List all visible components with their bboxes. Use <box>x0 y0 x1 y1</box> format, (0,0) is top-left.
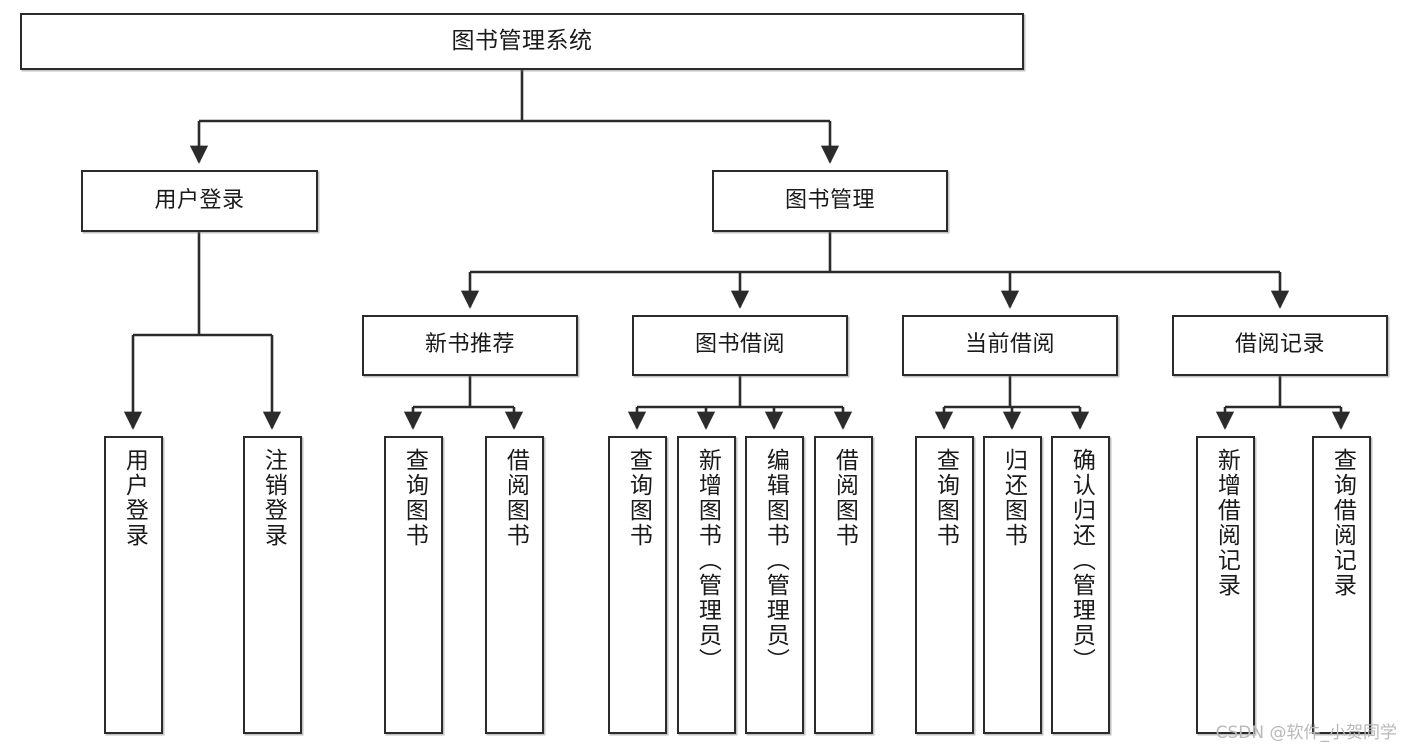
node-label: 查询借阅记录 <box>1329 448 1356 598</box>
node-label: 图书管理系统 <box>451 27 593 54</box>
leaf-add-borrow-record[interactable]: 新增借阅记录 <box>1196 436 1255 734</box>
leaf-borrow-book[interactable]: 借阅图书 <box>814 436 873 734</box>
node-label: 图书借阅 <box>694 332 785 358</box>
leaf-edit-book[interactable]: 编辑图书（管理员） <box>745 436 804 734</box>
node-label: 当前借阅 <box>964 332 1055 358</box>
node-label: 新增图书（管理员） <box>694 448 721 673</box>
node-label: 注销登录 <box>260 448 287 548</box>
node-label: 编辑图书（管理员） <box>762 448 789 673</box>
node-label: 查询图书 <box>625 448 652 548</box>
leaf-add-book[interactable]: 新增图书（管理员） <box>677 436 736 734</box>
csdn-watermark: CSDN @软件_小贺同学 <box>1215 723 1397 743</box>
node-borrow-record[interactable]: 借阅记录 <box>1172 315 1388 376</box>
leaf-query-book-current[interactable]: 查询图书 <box>915 436 974 734</box>
node-label: 图书管理 <box>784 187 875 213</box>
node-label: 查询图书 <box>932 448 959 548</box>
leaf-user-login[interactable]: 用户登录 <box>104 436 163 734</box>
leaf-borrow-book-recommend[interactable]: 借阅图书 <box>485 436 544 734</box>
leaf-query-borrow-record[interactable]: 查询借阅记录 <box>1312 436 1371 734</box>
node-label: 确认归还（管理员） <box>1068 448 1095 673</box>
node-label: 新增借阅记录 <box>1213 448 1240 598</box>
node-label: 归还图书 <box>1000 448 1027 548</box>
node-label: 新书推荐 <box>424 332 515 358</box>
node-label: 用户登录 <box>121 448 148 548</box>
node-book-borrow[interactable]: 图书借阅 <box>632 315 848 376</box>
leaf-logout-login[interactable]: 注销登录 <box>243 436 302 734</box>
node-label: 借阅记录 <box>1234 332 1325 358</box>
node-user-login[interactable]: 用户登录 <box>81 170 318 232</box>
leaf-confirm-return[interactable]: 确认归还（管理员） <box>1051 436 1110 734</box>
leaf-query-book-borrow[interactable]: 查询图书 <box>608 436 667 734</box>
leaf-return-book[interactable]: 归还图书 <box>983 436 1042 734</box>
node-label: 借阅图书 <box>831 448 858 548</box>
node-root-system[interactable]: 图书管理系统 <box>20 13 1024 70</box>
node-label: 借阅图书 <box>502 448 529 548</box>
node-book-manage[interactable]: 图书管理 <box>712 170 948 232</box>
node-label: 查询图书 <box>401 448 428 548</box>
node-current-borrow[interactable]: 当前借阅 <box>902 315 1118 376</box>
leaf-query-book-recommend[interactable]: 查询图书 <box>384 436 443 734</box>
node-new-book-recommend[interactable]: 新书推荐 <box>362 315 578 376</box>
node-label: 用户登录 <box>154 187 245 213</box>
